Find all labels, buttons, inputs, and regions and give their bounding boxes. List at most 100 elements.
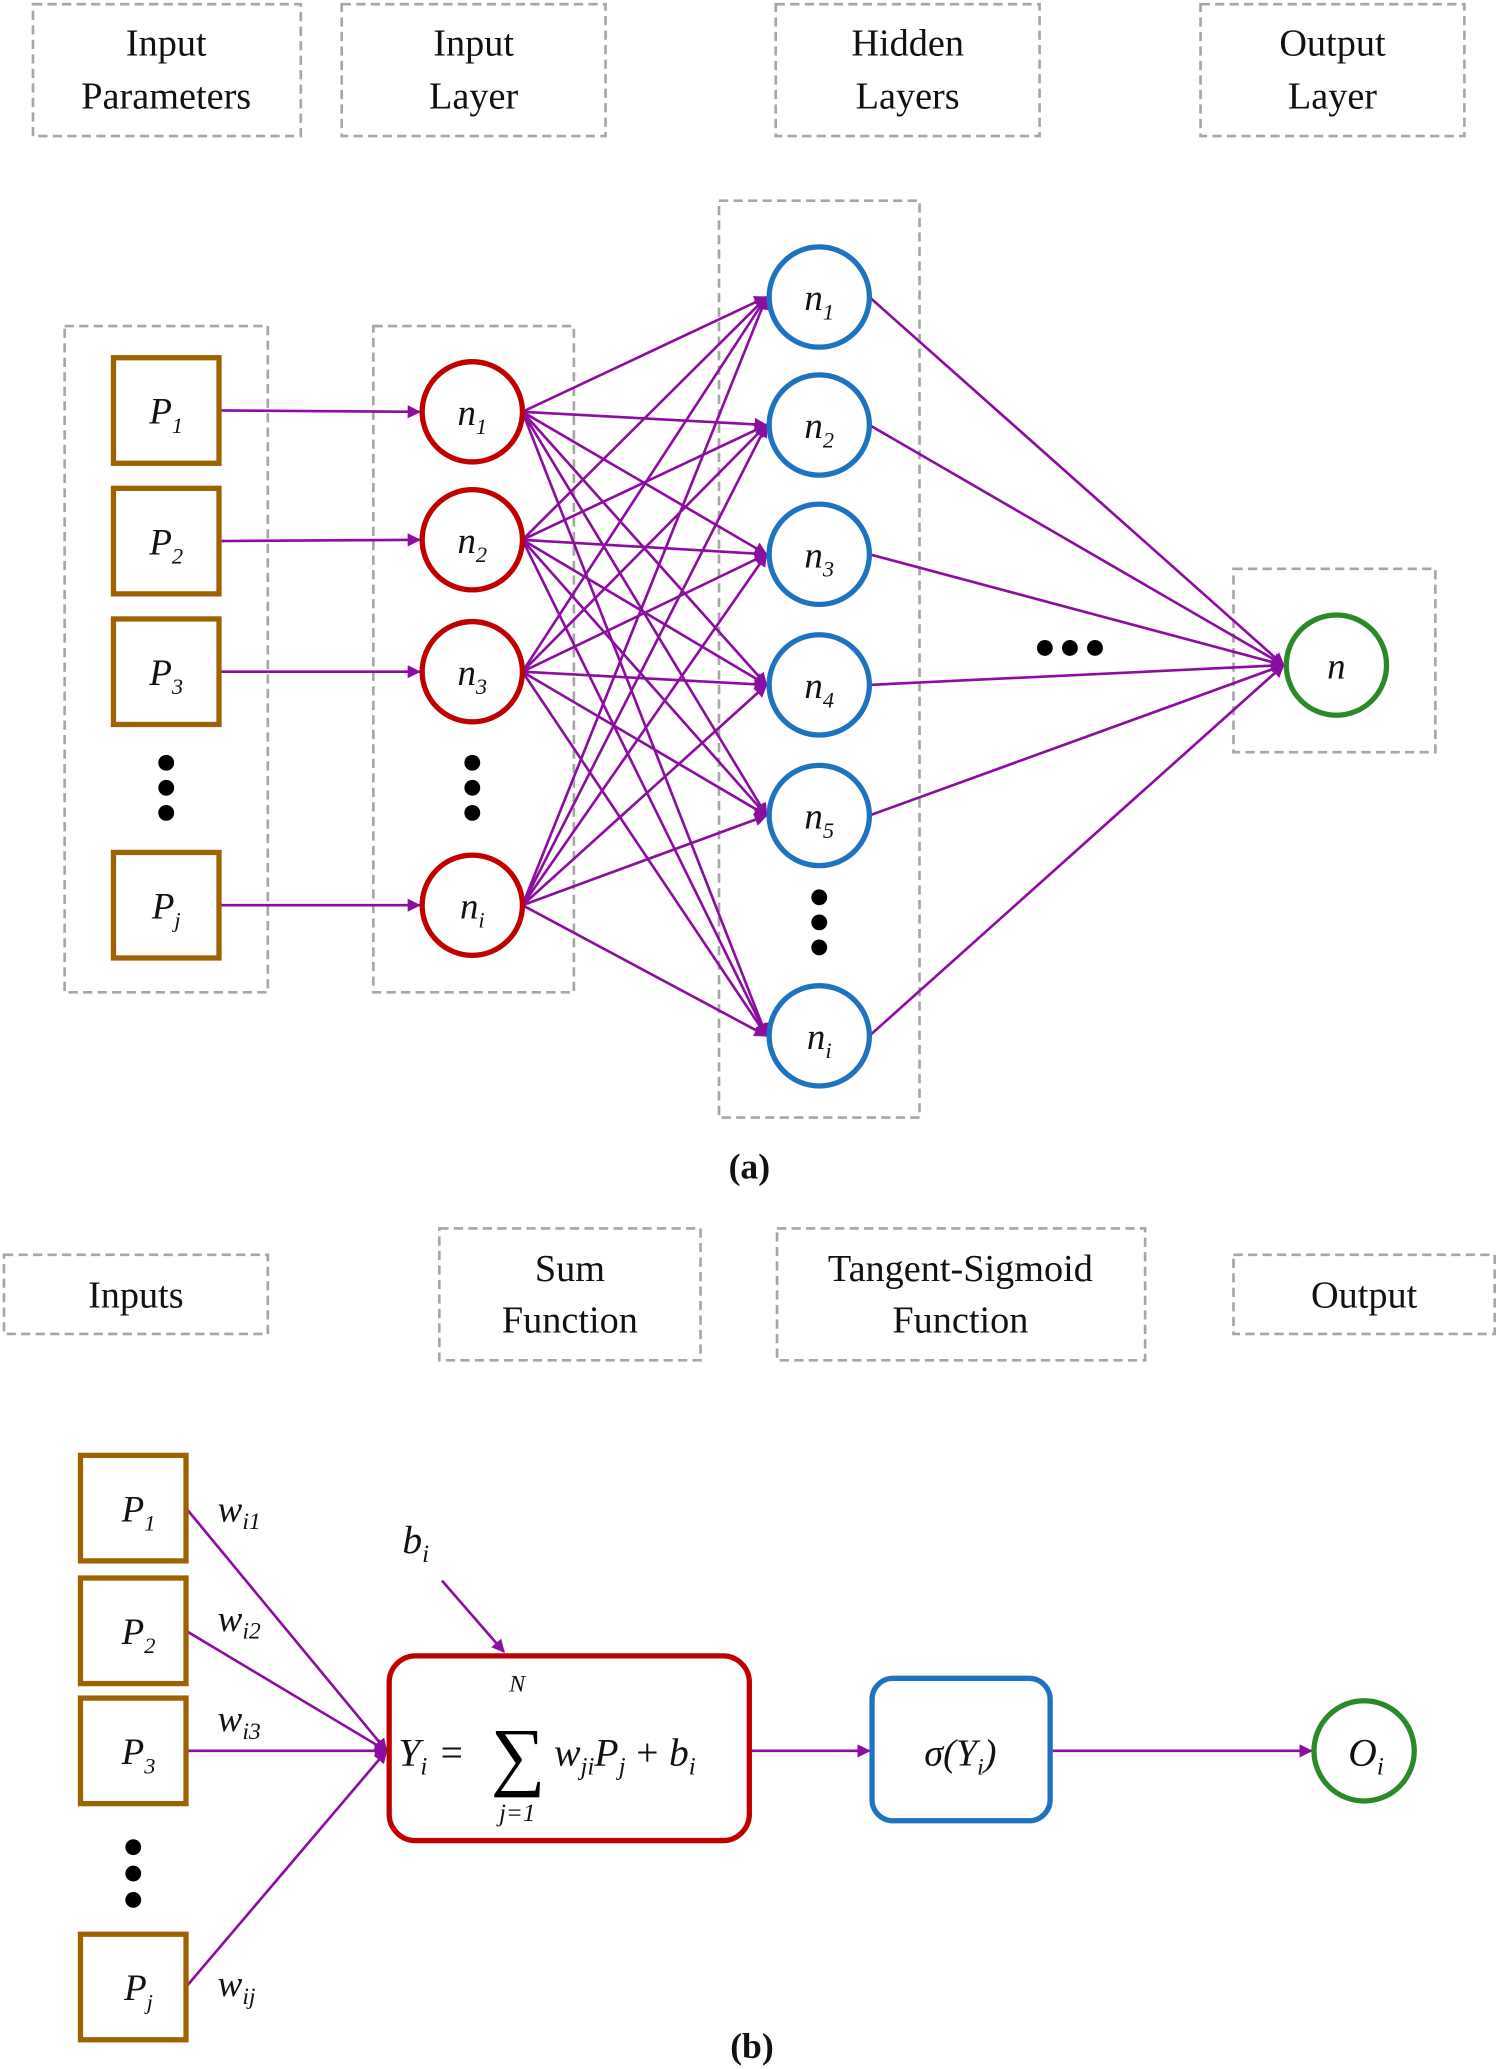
caption-a: (a) <box>729 1146 771 1186</box>
input-box: P2 <box>77 1575 189 1687</box>
input-parameter-label: P2 <box>148 521 183 568</box>
edge-hidden-to-output <box>868 296 1285 667</box>
edge-input-to-hidden <box>521 683 768 907</box>
node-label: ni <box>460 885 485 932</box>
node-label: n <box>1327 645 1345 686</box>
hidden-layer-node: n1 <box>766 244 873 350</box>
input-layer-node: n2 <box>419 487 526 593</box>
hidden-layer-node: n4 <box>766 632 873 738</box>
edge-param-to-input <box>218 533 421 547</box>
header-tangent-sigmoid-function: Tangent-Sigmoid Function <box>775 1227 1147 1362</box>
header-line2: Function <box>502 1300 638 1342</box>
caption-b: (b) <box>730 2026 774 2066</box>
ellipsis-input-parameters <box>158 754 175 821</box>
node-label: n3 <box>804 534 834 581</box>
node-label: n1 <box>804 277 834 324</box>
input-parameter-box: P3 <box>110 616 222 728</box>
input-label: P2 <box>121 1611 156 1658</box>
input-box: Pj <box>77 1931 189 2043</box>
header-output: Output <box>1232 1253 1497 1336</box>
header-line1: Sum <box>535 1248 605 1290</box>
sum-function-box: Yi= ∑ N j=1 wjiPj+bi <box>386 1653 752 1844</box>
edge-hidden-to-output <box>868 664 1285 1037</box>
edge-input-to-hidden <box>521 295 769 906</box>
activation-formula: σ(Yi) <box>924 1732 996 1780</box>
header-output-layer: Output Layer <box>1199 2 1466 138</box>
edge-input-to-hidden <box>521 813 768 907</box>
input-parameter-box: P2 <box>110 485 222 597</box>
ellipsis-hidden-layer <box>811 889 828 956</box>
header-line1: Output <box>1311 1275 1418 1317</box>
edge-hidden-to-output <box>869 659 1285 687</box>
sum-term: wjiPj+bi <box>554 1730 696 1780</box>
edge-input-to-sum <box>185 1629 388 1752</box>
header-line2: Layer <box>1288 75 1377 117</box>
edge-input-to-hidden <box>521 423 768 906</box>
edge-input-to-hidden <box>521 295 768 414</box>
edge-input-to-hidden <box>521 411 769 1038</box>
input-parameters-group <box>63 324 270 994</box>
edge-input-to-hidden <box>521 296 768 541</box>
header-inputs: Inputs <box>2 1253 270 1336</box>
input-parameter-label: P3 <box>148 652 183 699</box>
header-line2: Layers <box>856 75 960 117</box>
edge-hidden-to-output <box>868 662 1285 817</box>
header-input-layer: Input Layer <box>340 2 607 138</box>
node-label: n1 <box>457 392 487 439</box>
hidden-layer-node: n2 <box>766 372 873 478</box>
edge-input-to-sum <box>184 1507 388 1752</box>
hidden-layer-node: n5 <box>766 762 873 869</box>
edge-input-to-hidden <box>521 295 768 673</box>
header-line2: Parameters <box>81 75 251 117</box>
hidden-layer-node: n3 <box>766 501 873 608</box>
input-label: P3 <box>121 1731 156 1778</box>
output-label: Oi <box>1348 1730 1384 1780</box>
edge-input-to-hidden <box>521 670 768 1037</box>
edge-input-to-hidden <box>521 553 768 673</box>
header-sum-function: Sum Function <box>437 1227 702 1362</box>
output-layer-node: n <box>1283 612 1390 718</box>
input-parameter-box: Pj <box>110 849 222 961</box>
panel-a-connections <box>218 295 1285 1038</box>
edge-param-to-input <box>218 405 421 419</box>
hidden-layer-group <box>717 199 921 1119</box>
header-line1: Hidden <box>851 23 964 65</box>
header-line1: Output <box>1279 23 1386 65</box>
ellipsis-input-layer <box>464 754 481 821</box>
edge-input-to-hidden <box>521 553 768 906</box>
node-label: n2 <box>804 405 834 452</box>
weight-label: wi2 <box>218 1598 261 1645</box>
node-label: n5 <box>804 796 834 843</box>
panel-a-headers: Input Parameters Input Layer Hidden Laye… <box>31 2 1466 138</box>
panel-b-headers: Inputs Sum Function Tangent-Sigmoid Func… <box>2 1227 1497 1362</box>
input-layer-group <box>372 324 576 994</box>
hidden-layer-node: ni <box>766 983 873 1089</box>
summation-lower: j=1 <box>496 1800 535 1827</box>
edge-hidden-to-output <box>868 423 1285 667</box>
sum-formula: Yi= <box>398 1730 462 1780</box>
header-line2: Function <box>892 1300 1028 1342</box>
header-line1: Tangent-Sigmoid <box>828 1248 1093 1290</box>
output-layer-group <box>1232 567 1437 754</box>
input-parameter-label: Pj <box>151 885 181 932</box>
edge-input-to-hidden <box>521 904 768 1037</box>
bias-label: bi <box>402 1518 429 1568</box>
header-line1: Input <box>126 23 207 65</box>
node-label: n3 <box>457 652 487 699</box>
summation-upper: N <box>508 1671 526 1697</box>
input-layer-node: ni <box>419 852 526 958</box>
input-label: Pj <box>123 1967 153 2014</box>
edge-input-to-hidden <box>521 539 768 1038</box>
node-label: ni <box>807 1016 832 1063</box>
edge-input-to-hidden <box>521 424 768 673</box>
input-layer-node: n1 <box>419 359 526 465</box>
edge-bias-to-sum <box>440 1579 505 1653</box>
edge-hidden-to-output <box>869 553 1285 669</box>
input-layer-node: n3 <box>419 618 526 725</box>
node-label: n2 <box>457 520 487 567</box>
input-parameter-box: P1 <box>110 355 222 466</box>
